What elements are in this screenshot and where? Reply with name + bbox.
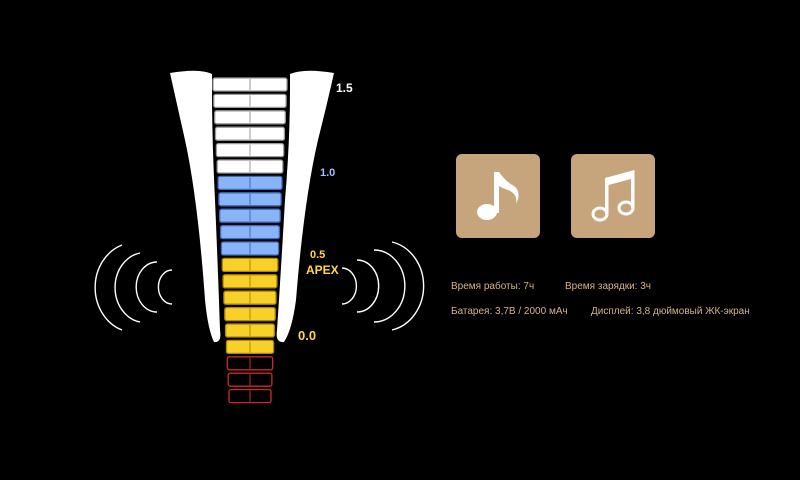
double-music-note-icon (591, 170, 635, 222)
meter-segment-red (227, 372, 273, 387)
scale-label-0-5: 0.5 (310, 249, 325, 261)
display-text: Дисплей: 3,8 дюймовый ЖК-экран (591, 306, 750, 317)
scale-label-1-0: 1.0 (320, 167, 335, 179)
tooth-canal-shape-right (276, 70, 334, 343)
scale-label-1-5: 1.5 (336, 81, 353, 95)
meter-segments (212, 77, 288, 404)
scale-label-0-0: 0.0 (298, 328, 316, 343)
sound-waves-right-icon (341, 241, 425, 331)
charge-time-text: Время зарядки: 3ч (565, 281, 651, 292)
work-time-text: Время работы: 7ч (451, 281, 535, 292)
tooth-canal-shape (170, 70, 221, 343)
scale-label-apex: APEX (306, 263, 339, 277)
sound-waves-left-icon (94, 244, 173, 331)
meter-segment-red (228, 388, 272, 404)
battery-text: Батарея: 3,7В / 2000 мАч (451, 306, 568, 317)
music-button-1[interactable] (456, 154, 540, 238)
meter-segment-red (226, 356, 274, 371)
music-note-icon (477, 172, 519, 220)
music-button-2[interactable] (571, 154, 655, 238)
